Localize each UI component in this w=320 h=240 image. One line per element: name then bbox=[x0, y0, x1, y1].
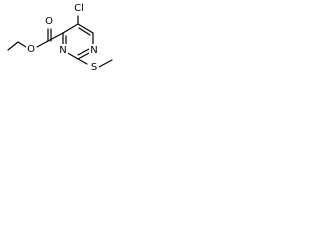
ring-bond-c4-c5 bbox=[62, 23, 79, 34]
molecule-structure: Cl O O N N S bbox=[7, 2, 113, 73]
bond-ethyl-ch2-ch3 bbox=[7, 41, 19, 51]
chlorine-label: Cl bbox=[74, 3, 84, 14]
carbonyl-o-label-background bbox=[44, 15, 54, 27]
molecule-canvas: Cl O O N N S bbox=[0, 0, 122, 83]
ring-nitrogen-1-label: N bbox=[90, 45, 97, 56]
ether-oxygen-label: O bbox=[27, 44, 35, 55]
n3-label-background bbox=[58, 44, 68, 56]
carbonyl-oxygen-label: O bbox=[45, 16, 53, 27]
sulfur-label-background bbox=[88, 61, 99, 73]
ring-nitrogen-2-label: N bbox=[59, 45, 66, 56]
bond-c4-carbonyl-carbon bbox=[47, 32, 64, 42]
bond-carbonyl-carbon-ether-oxygen bbox=[36, 40, 49, 48]
sulfur-label: S bbox=[91, 62, 97, 73]
ring-double-bond-n1-c2 bbox=[77, 48, 90, 56]
cl-label-background bbox=[71, 2, 87, 14]
ring-double-bond-c5-c6 bbox=[78, 27, 91, 36]
ring-bond-n1-c2 bbox=[77, 51, 92, 60]
ether-o-label-background bbox=[26, 43, 36, 55]
ring-bond-c5-c6 bbox=[77, 23, 94, 34]
bond-ether-oxygen-ch2 bbox=[17, 41, 27, 48]
bond-c2-s bbox=[77, 58, 88, 65]
n1-label-background bbox=[89, 44, 99, 56]
bond-s-methyl bbox=[98, 59, 113, 68]
